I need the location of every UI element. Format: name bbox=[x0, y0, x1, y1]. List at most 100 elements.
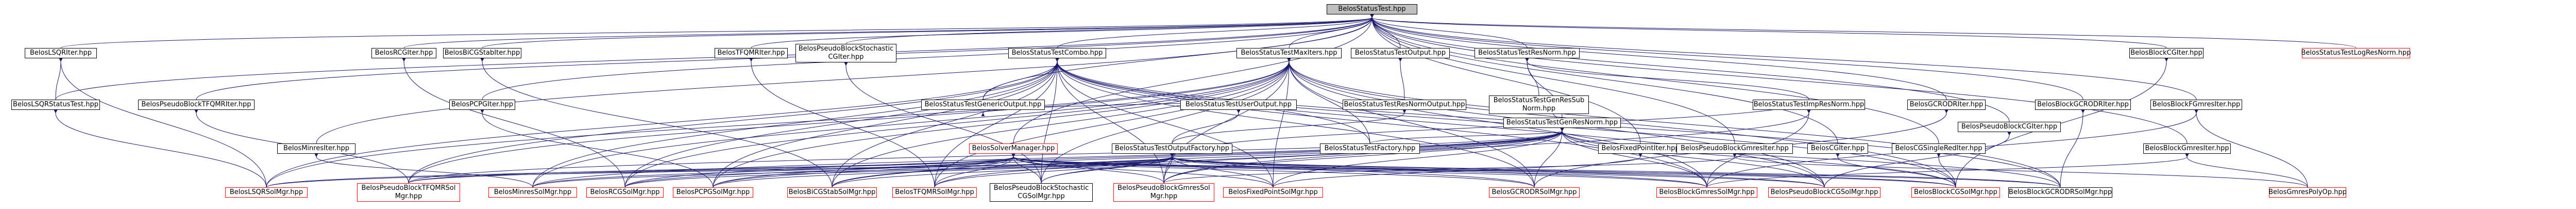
node-pseudoblock-cg-iter[interactable]: BelosPseudoBlockCGIter.hpp bbox=[1958, 122, 2061, 132]
node-fixedpoint-iter[interactable]: BelosFixedPointIter.hpp bbox=[1598, 143, 1683, 154]
node-maxiters[interactable]: BelosStatusTestMaxIters.hpp bbox=[1236, 48, 1342, 58]
node-cgsingle-red-iter[interactable]: BelosCGSingleRedIter.hpp bbox=[1892, 143, 1986, 154]
node-fixedpoint-solmgr[interactable]: BelosFixedPointSolMgr.hpp bbox=[1223, 187, 1323, 198]
node-block-gcrodr-solmgr[interactable]: BelosBlockGCRODRSolMgr.hpp bbox=[2008, 187, 2112, 198]
node-pseudoblock-tfqmr-solmgr[interactable]: BelosPseudoBlockTFQMRSol Mgr.hpp bbox=[357, 183, 460, 202]
node-lsqr-solmgr[interactable]: BelosLSQRSolMgr.hpp bbox=[225, 187, 308, 198]
dependency-edge bbox=[1370, 14, 1939, 144]
dependency-edge bbox=[1560, 127, 2061, 188]
node-block-cg-solmgr[interactable]: BelosBlockCGSolMgr.hpp bbox=[1911, 187, 2000, 198]
dependency-edge bbox=[1733, 153, 2308, 188]
node-label: BelosStatusTest.hpp bbox=[1338, 5, 1406, 13]
dependency-edge bbox=[1163, 58, 1291, 184]
node-lsqr-status[interactable]: BelosLSQRStatusTest.hpp bbox=[11, 100, 100, 110]
node-bicgstab-iter[interactable]: BelosBiCGStabIter.hpp bbox=[443, 48, 521, 58]
node-pseudoblock-gmres-sol[interactable]: BelosPseudoBlockGmresSol Mgr.hpp bbox=[1113, 183, 1214, 202]
node-output-factory[interactable]: BelosStatusTestOutputFactory.hpp bbox=[1112, 143, 1232, 154]
dependency-edge bbox=[713, 58, 1059, 188]
dependency-edge bbox=[1011, 153, 2061, 188]
dependency-edge bbox=[1055, 58, 1164, 184]
node-block-gmres-iter[interactable]: BelosBlockGmresIter.hpp bbox=[2143, 143, 2231, 154]
node-user-output[interactable]: BelosStatusTestUserOutput.hpp bbox=[1180, 100, 1297, 110]
node-output[interactable]: BelosStatusTestOutput.hpp bbox=[1351, 48, 1450, 58]
node-label: BelosStatusTestLogResNorm.hpp bbox=[2301, 49, 2411, 57]
node-block-gcrodr-iter[interactable]: BelosBlockGCRODRIter.hpp bbox=[2035, 100, 2131, 110]
node-gcrodr-solmgr[interactable]: BelosGCRODRSolMgr.hpp bbox=[1489, 187, 1580, 198]
node-label: BelosStatusTestGenResNorm.hpp bbox=[1506, 119, 1618, 126]
dependency-edge bbox=[2194, 109, 2308, 188]
node-imp-resnorm[interactable]: BelosStatusTestImpResNorm.hpp bbox=[1753, 100, 1865, 110]
dependency-edge bbox=[1055, 58, 1707, 188]
dependency-edge bbox=[1170, 153, 1707, 188]
node-label: BelosBiCGStabIter.hpp bbox=[444, 49, 520, 57]
node-tfqmr-solmgr[interactable]: BelosTFQMRSolMgr.hpp bbox=[892, 187, 977, 198]
node-label: BelosStatusTestGenericOutput.hpp bbox=[924, 101, 1042, 108]
node-label: BelosPCPGSolMgr.hpp bbox=[676, 188, 750, 196]
node-bicgstab-solmgr[interactable]: BelosBiCGStabSolMgr.hpp bbox=[787, 187, 877, 198]
node-cg-iter[interactable]: BelosCGIter.hpp bbox=[1807, 143, 1868, 154]
dependency-edge bbox=[402, 58, 625, 188]
node-pseudoblock-tfqmr-iter[interactable]: BelosPseudoBlockTFQMRIter.hpp bbox=[138, 100, 255, 110]
node-minres-iter[interactable]: BelosMinresIter.hpp bbox=[277, 143, 355, 154]
node-factory[interactable]: BelosStatusTestFactory.hpp bbox=[1320, 143, 1420, 154]
dependency-edge bbox=[1170, 153, 1825, 188]
dependency-edge bbox=[1287, 58, 2061, 188]
dependency-edge bbox=[934, 58, 1059, 188]
dependency-edge bbox=[832, 153, 1015, 188]
node-pseudoblock-gmres-iter[interactable]: BelosPseudoBlockGmresIter.hpp bbox=[1676, 143, 1793, 154]
node-rcg-iter[interactable]: BelosRCGIter.hpp bbox=[371, 48, 436, 58]
node-label: BelosRCGSolMgr.hpp bbox=[590, 188, 660, 196]
node-generic-output[interactable]: BelosStatusTestGenericOutput.hpp bbox=[921, 100, 1045, 110]
dependency-edge bbox=[1013, 14, 1374, 144]
dependency-edge bbox=[1011, 153, 1042, 184]
node-gcrodr-iter[interactable]: BelosGCRODRIter.hpp bbox=[1907, 100, 1986, 110]
node-pcpg-solmgr[interactable]: BelosPCPGSolMgr.hpp bbox=[673, 187, 753, 198]
node-block-cg-iter[interactable]: BelosBlockCGIter.hpp bbox=[2129, 48, 2204, 58]
node-combo[interactable]: BelosStatusTestCombo.hpp bbox=[1008, 48, 1106, 58]
dependency-edge bbox=[982, 58, 1059, 100]
node-label: BelosFixedPointSolMgr.hpp bbox=[1228, 188, 1318, 196]
node-gen-resnorm[interactable]: BelosStatusTestGenResNorm.hpp bbox=[1503, 118, 1621, 128]
dependency-edge bbox=[482, 14, 1374, 49]
dependency-edge bbox=[55, 58, 63, 100]
node-pseudoblock-stoch-cg-solmgr[interactable]: BelosPseudoBlockStochastic CGSolMgr.hpp bbox=[990, 183, 1093, 202]
node-root[interactable]: BelosStatusTest.hpp bbox=[1327, 4, 1417, 14]
node-lsqr-fwd[interactable]: BelosStatusTestLogResNorm.hpp bbox=[2301, 48, 2411, 58]
dependency-edge bbox=[713, 153, 1174, 188]
node-pseudoblock-stoch-cg-iter[interactable]: BelosPseudoBlockStochastic CGIter.hpp bbox=[795, 44, 896, 62]
node-block-fgmres-iter[interactable]: BelosBlockFGmresIter.hpp bbox=[2150, 100, 2242, 110]
dependency-edge bbox=[713, 127, 1564, 188]
dependency-edge bbox=[1370, 14, 1735, 144]
node-label: BelosLSQRIter.hpp bbox=[30, 49, 92, 57]
node-label: BelosGCRODRSolMgr.hpp bbox=[1492, 188, 1577, 196]
node-label: BelosPseudoBlockCGIter.hpp bbox=[1961, 123, 2058, 131]
node-gmres-poly-op[interactable]: BelosGmresPolyOp.hpp bbox=[2268, 187, 2347, 198]
node-label: BelosStatusTestOutputFactory.hpp bbox=[1115, 144, 1229, 152]
dependency-edge bbox=[196, 14, 1374, 100]
dependency-edge bbox=[408, 58, 1291, 184]
dependency-edge bbox=[480, 58, 833, 188]
dependency-edge bbox=[532, 58, 1059, 188]
node-label: BelosPseudoBlockTFQMRSol Mgr.hpp bbox=[361, 184, 456, 200]
node-block-gmres-solmgr[interactable]: BelosBlockGmresSolMgr.hpp bbox=[1656, 187, 1757, 198]
node-lsqr-iter[interactable]: BelosLSQRIter.hpp bbox=[25, 48, 97, 58]
node-tfqmr-iter[interactable]: BelosTFQMRIter.hpp bbox=[715, 48, 788, 58]
dependency-edge bbox=[1289, 14, 1374, 49]
dependency-edge bbox=[624, 58, 1291, 188]
node-solver-mgr[interactable]: BelosSolverManager.hpp bbox=[969, 143, 1058, 154]
node-rcg-solmgr[interactable]: BelosRCGSolMgr.hpp bbox=[586, 187, 664, 198]
node-pcpg-iter[interactable]: BelosPCPGIter.hpp bbox=[449, 100, 515, 110]
node-label: BelosCGIter.hpp bbox=[1810, 144, 1865, 152]
node-label: BelosStatusTestImpResNorm.hpp bbox=[1753, 101, 1865, 108]
dependency-edge bbox=[1011, 153, 1956, 188]
node-resnorm-output[interactable]: BelosStatusTestResNormOutput.hpp bbox=[1343, 100, 1466, 110]
node-pseudoblock-cg-solmgr[interactable]: BelosPseudoBlockCGSolMgr.hpp bbox=[1768, 187, 1880, 198]
node-minres-solmgr[interactable]: BelosMinresSolMgr.hpp bbox=[488, 187, 577, 198]
node-resnorm[interactable]: BelosStatusTestResNorm.hpp bbox=[1475, 48, 1580, 58]
node-label: BelosStatusTestUserOutput.hpp bbox=[1185, 101, 1292, 108]
node-gensol-norm[interactable]: BelosStatusTestGenResSub Norm.hpp bbox=[1489, 95, 1589, 114]
dependency-edge bbox=[1170, 153, 1956, 188]
node-label: BelosPseudoBlockGmresSol Mgr.hpp bbox=[1117, 184, 1210, 200]
node-label: BelosGCRODRIter.hpp bbox=[1909, 101, 1984, 108]
dependency-edge bbox=[55, 14, 1374, 100]
